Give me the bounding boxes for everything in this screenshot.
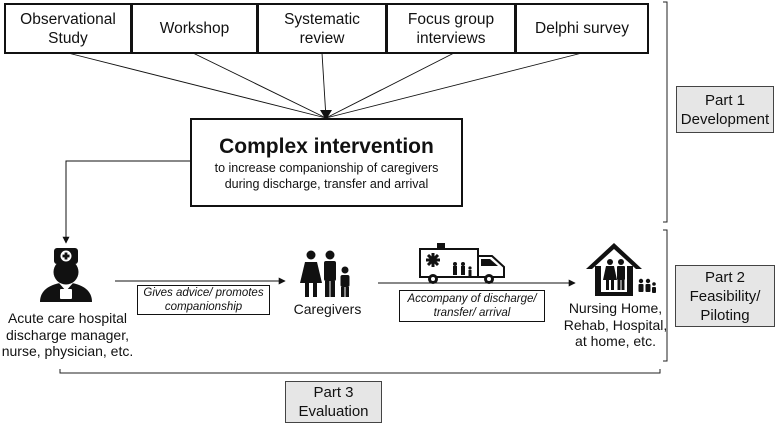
part-3-name: Evaluation xyxy=(298,403,369,420)
part-2-box: Part 2 Feasibility/ Piloting xyxy=(675,265,775,327)
source-observational-line-1: Observational xyxy=(20,10,116,28)
part2-bracket xyxy=(663,229,668,362)
accompany-action-box: Accompany of discharge/ transfer/ arriva… xyxy=(399,290,545,322)
family-icon xyxy=(300,250,350,297)
source-workshop: Workshop xyxy=(131,3,258,54)
caregivers-label: Caregivers xyxy=(293,301,362,317)
source-systematic-line-2: review xyxy=(299,29,345,47)
part-3-box: Part 3 Evaluation xyxy=(285,381,382,423)
source-focus-line-1: Focus group xyxy=(407,10,495,28)
destination-label: Nursing Home, Rehab, Hospital, at home, … xyxy=(563,300,668,350)
intervention-subtitle-line-2: during discharge, transfer and arrival xyxy=(224,176,429,191)
part-2-name-line-2: Piloting xyxy=(700,306,750,324)
provider-label-line-1: Acute care hospital xyxy=(7,310,128,326)
provider-label: Acute care hospital discharge manager, n… xyxy=(0,310,135,360)
source-connectors xyxy=(67,52,583,119)
part-1-name: Development xyxy=(680,110,770,128)
part-2-label: Part 2 xyxy=(704,268,746,286)
source-observational-line-2: Study xyxy=(48,29,88,47)
source-systematic-review: Systematic review xyxy=(257,3,387,54)
provider-label-line-3: nurse, physician, etc. xyxy=(1,343,134,359)
source-focus-group-interviews: Focus group interviews xyxy=(386,3,516,54)
healthcare-worker-icon xyxy=(40,248,92,302)
part3-bracket xyxy=(59,369,661,374)
source-focus-line-2: interviews xyxy=(416,29,486,47)
advice-action-box: Gives advice/ promotes companionship xyxy=(137,285,270,315)
intervention-title: Complex intervention xyxy=(219,134,434,158)
part-1-box: Part 1 Development xyxy=(676,86,774,133)
source-workshop-label: Workshop xyxy=(159,20,230,37)
destination-label-line-3: at home, etc. xyxy=(575,333,656,349)
part-3-label: Part 3 xyxy=(313,384,354,401)
source-observational-study: Observational Study xyxy=(4,3,132,54)
provider-label-line-2: discharge manager, xyxy=(6,326,129,343)
accompany-action-line-1: Accompany of discharge/ xyxy=(407,293,537,305)
accompany-action-line-2: transfer/ arrival xyxy=(433,307,511,319)
complex-intervention-box: Complex intervention to increase compani… xyxy=(190,118,463,207)
part1-bracket xyxy=(663,1,668,223)
destination-label-line-2: Rehab, Hospital, xyxy=(563,316,668,333)
destination-label-line-1: Nursing Home, xyxy=(568,300,663,316)
source-delphi-label: Delphi survey xyxy=(535,20,629,37)
intervention-to-provider-line xyxy=(62,160,190,244)
house-family-icon xyxy=(586,243,656,296)
ambulance-icon xyxy=(419,243,505,284)
part-2-name-line-1: Feasibility/ xyxy=(689,287,761,305)
intervention-subtitle-line-1: to increase companionship of caregivers xyxy=(214,160,439,175)
convergence-arrowhead xyxy=(320,110,332,120)
part-1-label: Part 1 xyxy=(704,91,746,109)
advice-action-line-1: Gives advice/ promotes xyxy=(143,287,264,299)
source-systematic-line-1: Systematic xyxy=(284,10,360,28)
advice-action-line-2: companionship xyxy=(164,301,243,313)
source-delphi-survey: Delphi survey xyxy=(515,3,649,54)
